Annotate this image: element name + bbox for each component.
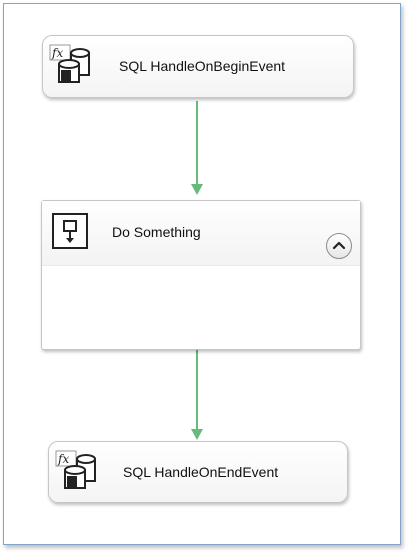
sql-task-icon: fx — [49, 44, 97, 93]
sequence-container-icon — [52, 213, 88, 254]
design-surface: fx SQL HandleOnBeginEvent — [3, 3, 401, 545]
chevron-up-icon — [332, 241, 346, 250]
container-label: Do Something — [112, 224, 201, 240]
task-sql-handle-on-begin-event[interactable]: fx SQL HandleOnBeginEvent — [42, 35, 354, 98]
constraint-container-to-end[interactable] — [191, 347, 203, 440]
task-label: SQL HandleOnBeginEvent — [119, 58, 286, 74]
fx-badge: fx — [51, 46, 63, 60]
task-sql-handle-on-end-event[interactable]: fx SQL HandleOnEndEvent — [48, 441, 348, 503]
collapse-button[interactable] — [326, 233, 352, 259]
container-header: Do Something — [42, 201, 360, 266]
fx-badge: fx — [57, 452, 69, 466]
sql-task-icon: fx — [55, 450, 103, 499]
task-label: SQL HandleOnEndEvent — [123, 464, 279, 480]
constraint-begin-to-container[interactable] — [191, 101, 203, 195]
container-do-something[interactable]: Do Something — [41, 200, 361, 350]
